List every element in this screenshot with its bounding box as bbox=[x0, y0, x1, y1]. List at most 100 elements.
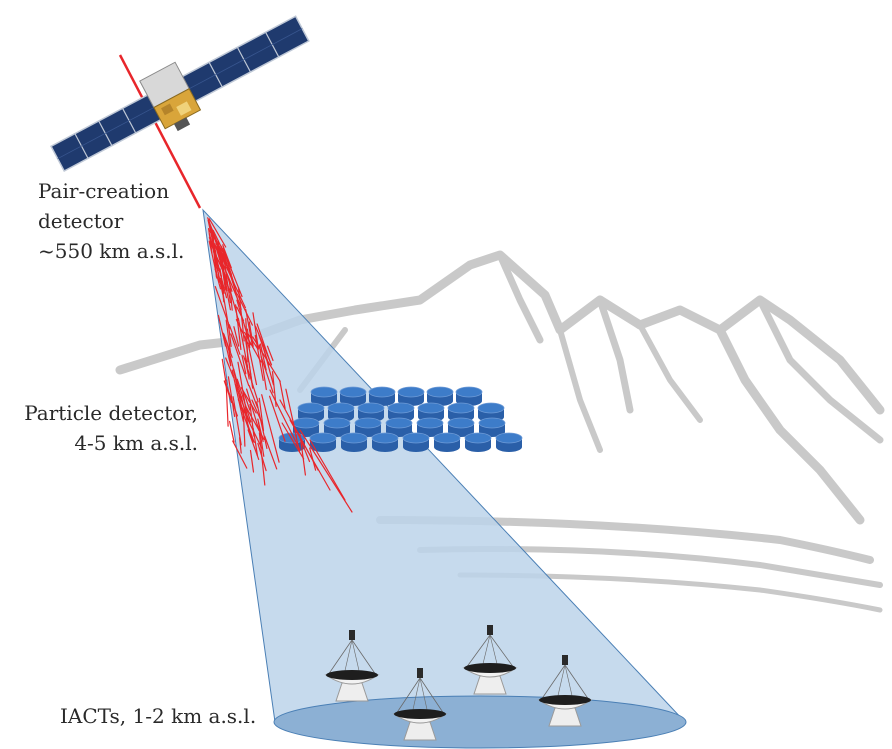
shower-track bbox=[225, 379, 229, 427]
shower-track bbox=[233, 289, 242, 310]
shower-track bbox=[248, 321, 254, 347]
shower-track bbox=[237, 399, 263, 449]
telescope-array bbox=[324, 625, 593, 741]
water-tank-icon bbox=[310, 386, 338, 406]
shower-track bbox=[242, 410, 246, 447]
water-tank-icon bbox=[416, 417, 444, 437]
shower-track bbox=[257, 442, 267, 472]
shower-track bbox=[247, 333, 259, 350]
shower-track bbox=[252, 336, 281, 382]
shower-track bbox=[207, 217, 226, 265]
shower-track bbox=[261, 394, 267, 410]
shower-track bbox=[266, 345, 274, 362]
particle-detector-line-2: 4-5 km a.s.l. bbox=[74, 431, 198, 455]
shower-track bbox=[252, 312, 259, 350]
shower-track bbox=[222, 256, 231, 272]
water-tank-icon bbox=[402, 432, 430, 452]
particle-detector-line-1: Particle detector, bbox=[24, 401, 198, 425]
shower-track bbox=[256, 401, 268, 449]
shower-track bbox=[236, 293, 253, 326]
iacts-label: IACTs, 1-2 km a.s.l. bbox=[60, 704, 257, 728]
incident-gamma-ray bbox=[118, 54, 202, 209]
shower-track bbox=[269, 389, 301, 451]
shower-track bbox=[245, 308, 254, 348]
water-tank-icon bbox=[455, 386, 483, 406]
water-tank-icon bbox=[309, 432, 337, 452]
telescope-icon bbox=[324, 630, 380, 702]
shower-track bbox=[295, 434, 301, 453]
telescope-icon bbox=[462, 625, 518, 695]
shower-track bbox=[249, 449, 255, 473]
shower-track bbox=[263, 349, 274, 386]
shower-track bbox=[260, 356, 274, 394]
water-tank-icon bbox=[339, 386, 367, 406]
shower-track bbox=[223, 251, 243, 298]
shower-track bbox=[269, 395, 286, 442]
shower-track bbox=[214, 286, 231, 330]
shower-track bbox=[258, 397, 265, 432]
shower-track bbox=[222, 332, 232, 367]
shower-track bbox=[216, 256, 225, 272]
shower-track bbox=[247, 344, 258, 386]
particle-detector-array bbox=[278, 386, 523, 452]
shower-track bbox=[228, 324, 241, 355]
water-tank-icon bbox=[371, 432, 399, 452]
shower-track bbox=[264, 435, 278, 470]
shower-track bbox=[231, 369, 244, 422]
shower-track bbox=[309, 439, 346, 501]
shower-track bbox=[279, 399, 319, 471]
shower-track bbox=[236, 299, 251, 346]
shower-track bbox=[237, 361, 248, 414]
water-tank-icon bbox=[397, 386, 425, 406]
telescope-icon bbox=[537, 655, 593, 727]
shower-track bbox=[281, 422, 305, 460]
shower-track bbox=[246, 388, 260, 431]
shower-track bbox=[257, 421, 265, 457]
shower-track bbox=[217, 314, 227, 347]
particle-detector-label: Particle detector, 4-5 km a.s.l. bbox=[8, 398, 198, 458]
shower-track bbox=[229, 288, 240, 321]
shower-track bbox=[248, 384, 259, 409]
shower-track bbox=[251, 399, 263, 424]
shower-track bbox=[227, 376, 236, 417]
telescope-icon bbox=[392, 668, 448, 741]
shower-track bbox=[226, 272, 233, 292]
shower-track bbox=[223, 247, 228, 280]
water-tank-icon bbox=[368, 386, 396, 406]
shower-track bbox=[239, 437, 242, 454]
water-tank-icon bbox=[297, 402, 325, 422]
shower-track bbox=[241, 354, 247, 375]
shower-track bbox=[212, 250, 222, 278]
pair-creation-line-3: ~550 km a.s.l. bbox=[38, 239, 185, 263]
shower-track bbox=[225, 319, 231, 353]
shower-track bbox=[243, 392, 251, 411]
shower-track bbox=[214, 268, 222, 290]
pair-creation-line-1: Pair-creation bbox=[38, 179, 170, 203]
shower-track bbox=[299, 433, 306, 476]
satellite-icon bbox=[50, 15, 310, 173]
shower-track bbox=[244, 335, 254, 389]
shower-track bbox=[244, 405, 265, 441]
shower-track bbox=[244, 357, 250, 380]
shower-track bbox=[279, 380, 286, 409]
shower-track bbox=[247, 429, 260, 460]
shower-track bbox=[264, 408, 280, 463]
shower-track bbox=[259, 343, 267, 371]
shower-track bbox=[232, 440, 248, 469]
shower-track bbox=[229, 420, 235, 443]
shower-track bbox=[240, 387, 257, 414]
water-tank-icon bbox=[426, 386, 454, 406]
shower-track bbox=[222, 269, 231, 311]
pair-creation-line-2: detector bbox=[38, 209, 124, 233]
water-tank-icon bbox=[340, 432, 368, 452]
shower-track bbox=[256, 323, 272, 364]
pair-creation-label: Pair-creation detector ~550 km a.s.l. bbox=[38, 176, 184, 266]
shower-track bbox=[258, 344, 267, 391]
shower-track bbox=[232, 396, 242, 446]
water-tank-icon bbox=[495, 432, 523, 452]
particle-shower bbox=[207, 217, 353, 513]
shower-track bbox=[230, 333, 250, 387]
water-tank-icon bbox=[464, 432, 492, 452]
shower-track bbox=[220, 280, 225, 303]
